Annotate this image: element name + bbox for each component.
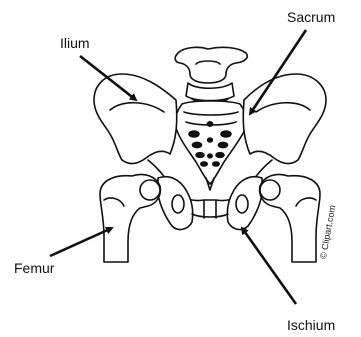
left-ilium-bone: [94, 74, 177, 164]
label-arrows: [50, 30, 306, 304]
sacrum-label: Sacrum: [287, 10, 335, 24]
right-ilium-bone: [243, 74, 326, 164]
ischium-label: Ischium: [287, 318, 335, 332]
left-femur-bone: [100, 174, 160, 262]
ischium-arrow: [242, 228, 296, 304]
femur-arrow: [50, 228, 112, 256]
sacrum-bone: [175, 101, 247, 190]
right-femur-bone: [260, 174, 320, 262]
lumbar-vertebra: [175, 47, 247, 102]
ilium-label: Ilium: [60, 36, 90, 50]
pelvis-illustration: [94, 47, 326, 262]
femur-label: Femur: [14, 261, 54, 275]
